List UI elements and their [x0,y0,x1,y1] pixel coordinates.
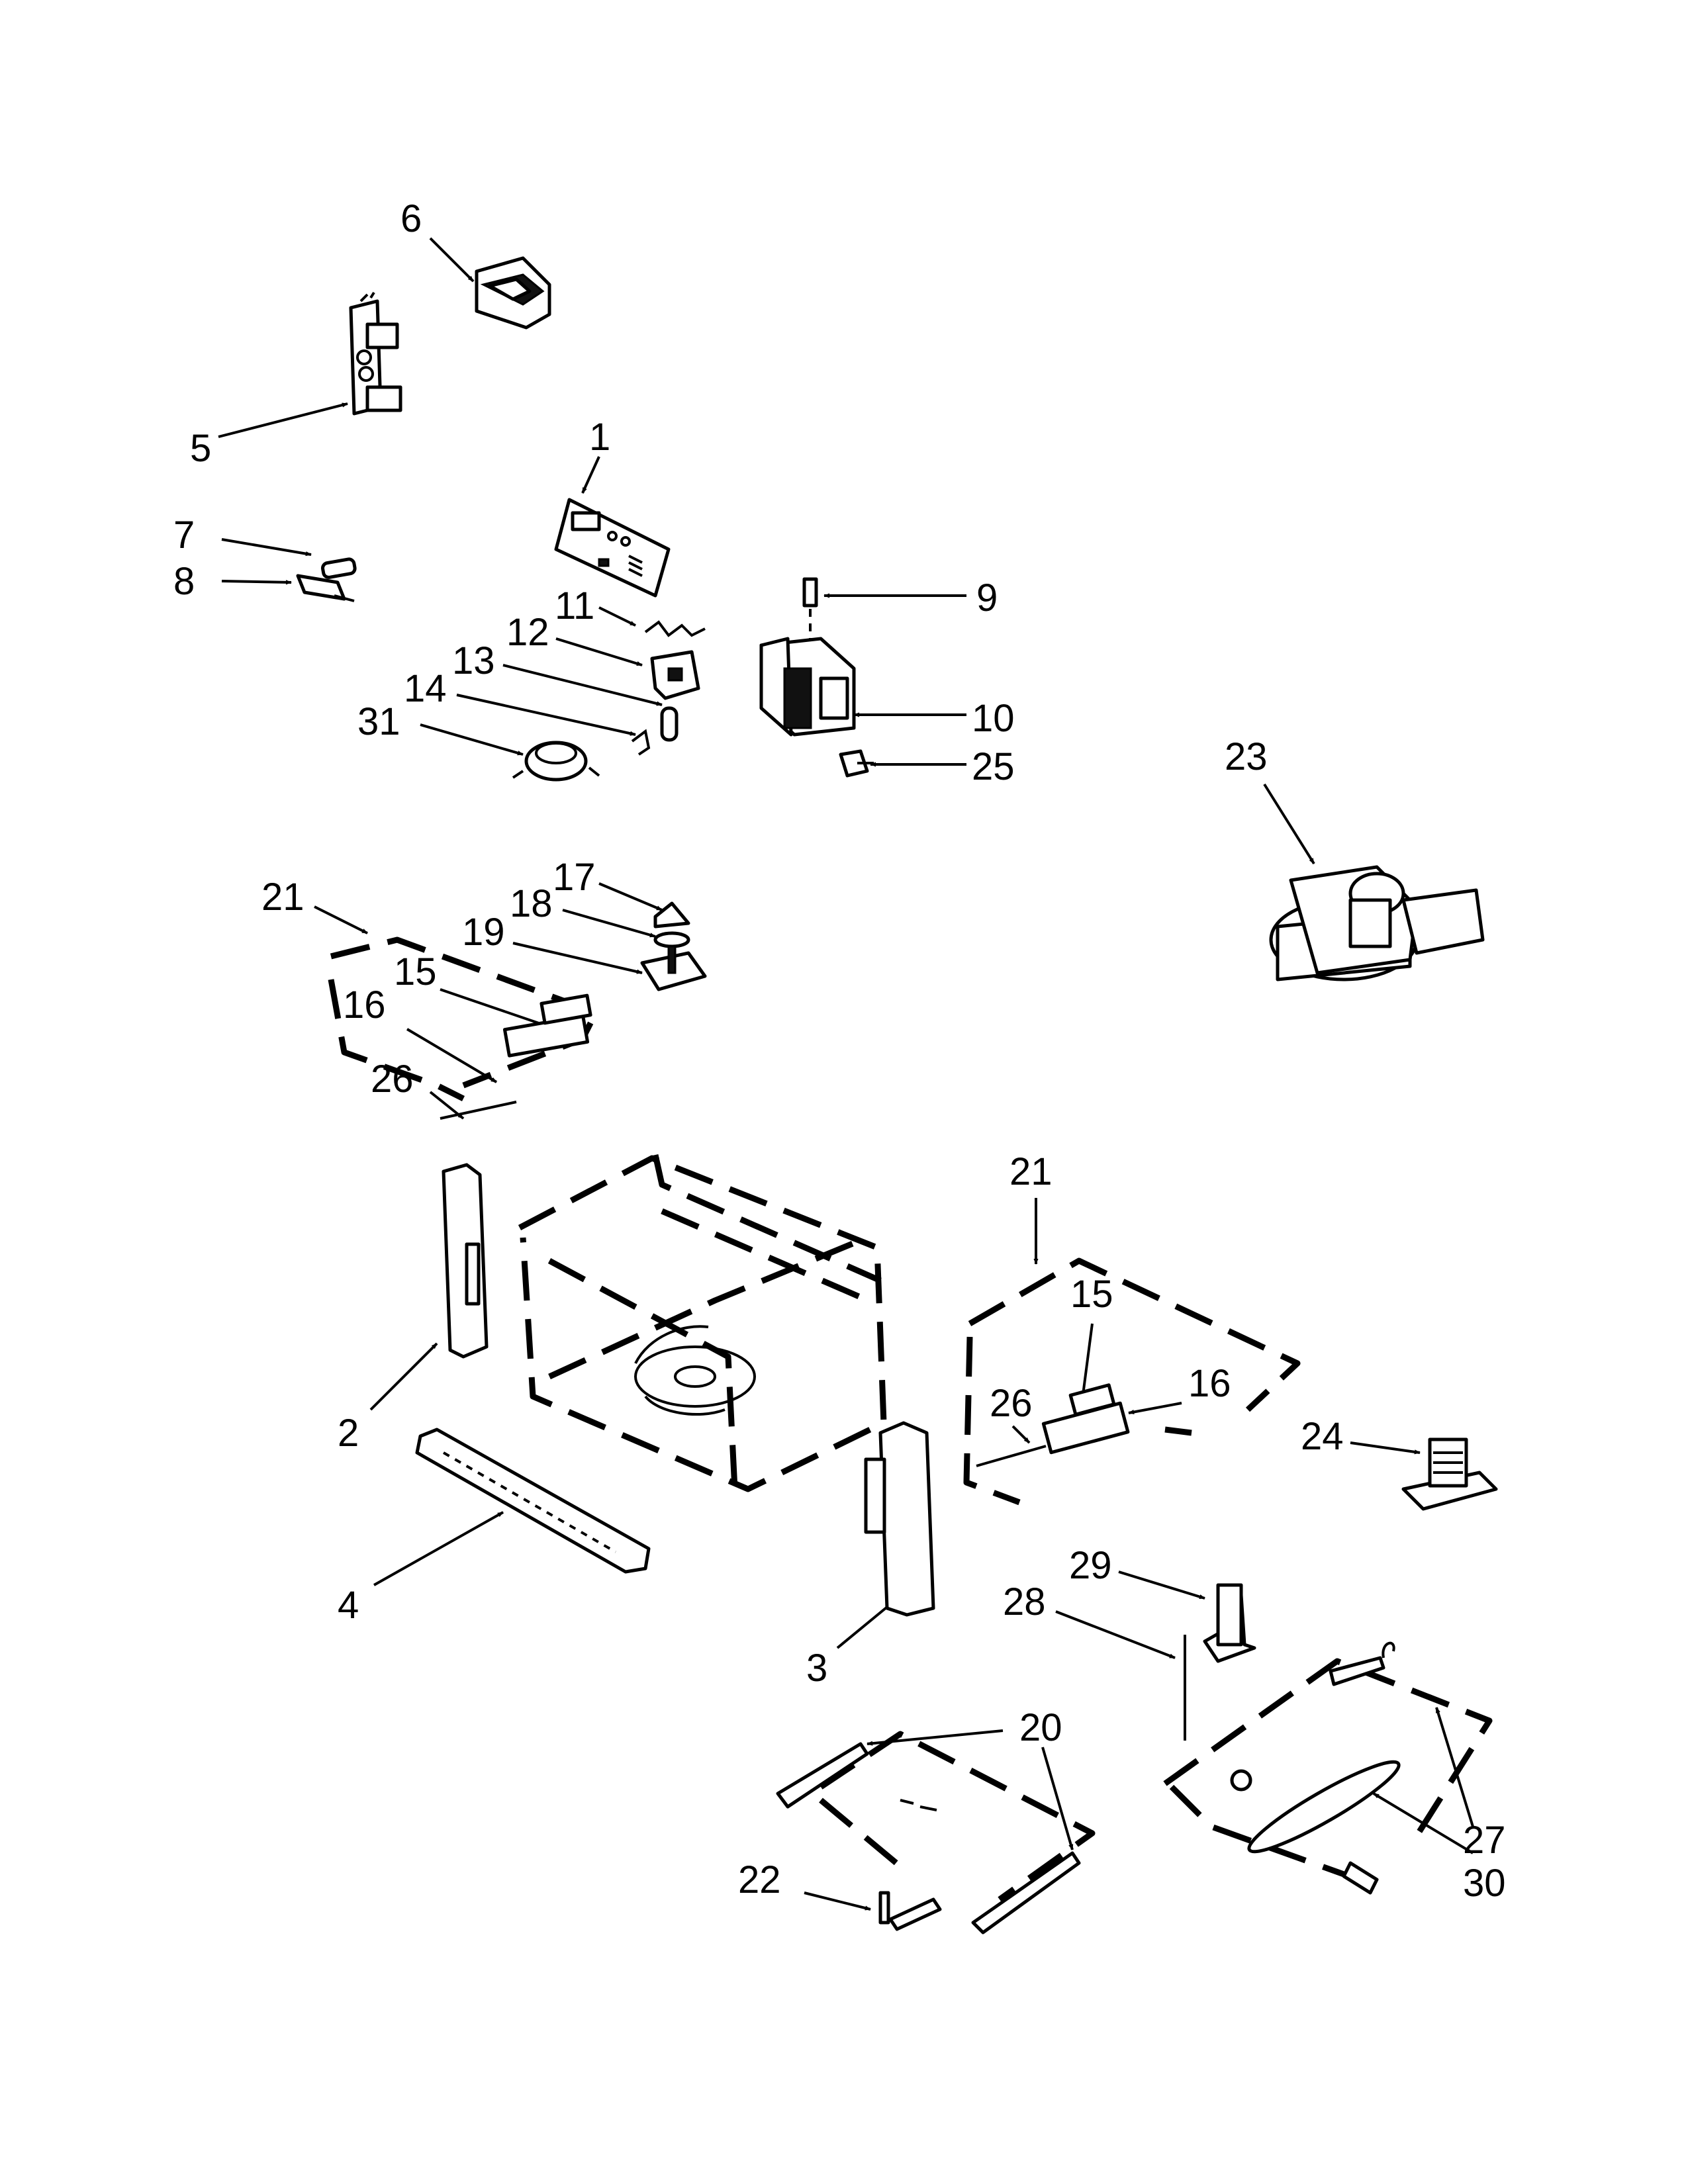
callout-29: 29 [1069,1544,1112,1587]
callout-17: 17 [553,856,596,899]
callout-22: 22 [738,1858,781,1901]
callout-21-right: 21 [1009,1150,1053,1193]
part-14-clip [631,729,651,756]
callout-labels: 6 5 1 7 8 11 12 13 14 31 9 10 25 23 21 1… [173,197,1506,1905]
part-3-right-trim [864,1421,935,1617]
part-21-right-wire-harness [963,1257,1301,1506]
part-7-fuse [321,557,357,579]
callout-19: 19 [462,911,505,954]
callout-2: 2 [338,1412,359,1455]
callout-10: 10 [972,697,1015,740]
part-6-relay [475,256,551,330]
callout-4: 4 [338,1584,359,1627]
part-5-relay-board [349,291,402,416]
part-1-control-board [554,498,671,598]
callout-3: 3 [806,1647,827,1690]
callout-11: 11 [555,584,594,627]
part-21-upper-wire-harness [328,936,599,1120]
callout-30: 30 [1463,1862,1506,1905]
callout-1: 1 [589,416,610,459]
callout-15-upper: 15 [394,950,437,993]
leader-lines [218,237,1474,1911]
callout-28: 28 [1003,1580,1046,1623]
callout-25: 25 [972,745,1015,788]
oven-cavity [518,1154,887,1492]
callout-13: 13 [452,639,495,682]
part-25-screw [839,749,874,778]
callout-23: 23 [1225,735,1268,778]
part-29-bracket [1203,1583,1256,1663]
callout-21-upper: 21 [261,876,305,919]
callout-14: 14 [404,667,447,710]
part-20-floor-rails [776,1731,1096,1934]
callout-26-upper: 26 [371,1058,414,1101]
callout-24: 24 [1301,1415,1344,1458]
part-11-wire [644,620,706,637]
part-13-fuse-link [660,706,679,742]
part-17-19-lamp-assembly [640,901,707,991]
callout-5: 5 [190,427,211,470]
callout-9: 9 [976,576,998,619]
callout-8: 8 [173,560,195,603]
part-22-clip [878,1891,942,1931]
part-24-relay [1401,1437,1498,1511]
callout-6: 6 [400,197,422,240]
part-31-thermostat [512,741,600,782]
callout-20: 20 [1019,1706,1062,1749]
callout-31: 31 [357,700,400,743]
part-8-fuse-holder [296,574,355,602]
callout-15-right: 15 [1070,1273,1113,1316]
part-27-drive-assembly [1163,1641,1493,1895]
callout-18: 18 [510,882,553,925]
part-10-transformer [759,637,856,737]
part-23-cooling-fan [1269,865,1485,981]
callout-16-upper: 16 [343,983,386,1026]
callout-27: 27 [1463,1819,1506,1862]
callout-16-right: 16 [1188,1362,1231,1405]
callout-7: 7 [173,514,195,557]
part-4-vent-grille [415,1428,651,1574]
part-2-left-trim [442,1163,489,1359]
callout-26-right: 26 [990,1382,1033,1425]
callout-12: 12 [506,611,549,654]
part-12-bracket [650,650,700,700]
